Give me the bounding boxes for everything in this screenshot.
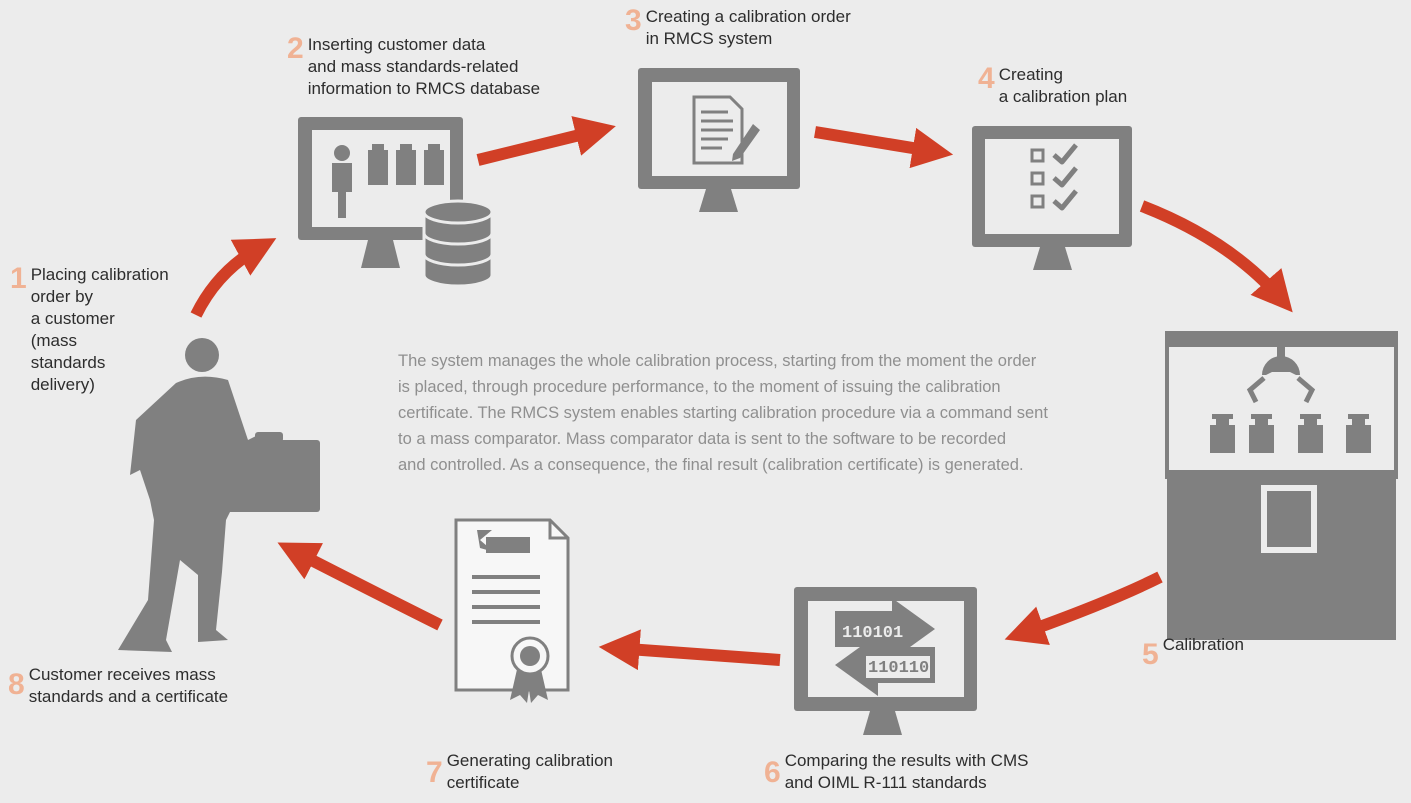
step-1-line: delivery) [30,375,95,394]
description-line: is placed, through procedure performance… [398,378,1001,396]
step-1-number: 1 [10,262,27,295]
step-5-number: 5 [1142,638,1159,671]
database-monitor-icon [298,117,494,288]
arrow-5-to-6 [1004,571,1163,646]
step-4-number: 4 [978,62,995,95]
step-2-label: 2 Inserting customer data and mass stand… [287,34,540,100]
arrow-1-to-2 [190,238,277,318]
step-8-line: Customer receives mass [28,665,216,684]
step-1-text: Placing calibration order by a customer … [31,264,169,396]
step-4-text: Creating a calibration plan [999,64,1128,108]
arrow-6-to-7 [598,629,781,671]
certificate-icon [454,518,570,703]
document-edit-monitor-icon [638,68,800,212]
step-3-line: in RMCS system [645,29,773,48]
flow-arrows [190,116,1293,671]
step-8-label: 8 Customer receives mass standards and a… [8,664,228,708]
process-description: The system manages the whole calibration… [398,348,1158,478]
step-4-label: 4 Creating a calibration plan [978,64,1127,108]
step-7-line: certificate [446,773,520,792]
step-3-line: Creating a calibration order [645,7,851,26]
step-1-line: Placing calibration [30,265,169,284]
step-5-label: 5 Calibration [1142,634,1244,670]
arrow-2-to-3 [476,116,616,166]
step-7-label: 7 Generating calibration certificate [426,750,613,794]
step-2-line: information to RMCS database [307,79,541,98]
step-6-text: Comparing the results with CMS and OIML … [785,750,1029,794]
step-8-line: standards and a certificate [28,687,229,706]
step-2-line: and mass standards-related [307,57,519,76]
step-1-line: (mass [30,331,77,350]
arrow-4-to-5 [1139,200,1293,313]
customer-silhouette-icon [118,338,320,652]
step-2-line: Inserting customer data [307,35,486,54]
step-2-text: Inserting customer data and mass standar… [308,34,540,100]
step-2-number: 2 [287,32,304,65]
step-4-line: a calibration plan [998,87,1128,106]
step-5-line: Calibration [1162,635,1244,654]
step-6-line: Comparing the results with CMS [784,751,1029,770]
step-3-number: 3 [625,4,642,37]
step-6-label: 6 Comparing the results with CMS and OIM… [764,750,1028,794]
step-1-line: standards [30,353,106,372]
binary-top-text: 110101 [842,624,903,643]
step-8-text: Customer receives mass standards and a c… [29,664,228,708]
mass-comparator-icon [1165,331,1398,640]
step-7-text: Generating calibration certificate [447,750,613,794]
step-5-text: Calibration [1163,634,1244,656]
description-line: and controlled. As a consequence, the fi… [398,456,1024,474]
step-6-line: and OIML R-111 standards [784,773,987,792]
step-1-line: a customer [30,309,115,328]
step-1-label: 1 Placing calibration order by a custome… [10,264,169,396]
step-6-number: 6 [764,756,781,789]
checklist-monitor-icon [972,126,1132,270]
arrow-7-to-8 [277,542,443,631]
description-line: The system manages the whole calibration… [398,352,1037,370]
description-line: certificate. The RMCS system enables sta… [398,404,1048,422]
step-7-number: 7 [426,756,443,789]
description-line: to a mass comparator. Mass comparator da… [398,430,1007,448]
step-1-line: order by [30,287,94,306]
step-3-text: Creating a calibration order in RMCS sys… [646,6,851,50]
step-4-line: Creating [998,65,1063,84]
step-3-label: 3 Creating a calibration order in RMCS s… [625,6,851,50]
arrow-3-to-4 [814,126,954,169]
binary-bottom-text: 110110 [868,659,929,678]
step-7-line: Generating calibration [446,751,614,770]
step-8-number: 8 [8,668,25,701]
data-exchange-monitor-icon: 110101 110110 [794,587,977,735]
